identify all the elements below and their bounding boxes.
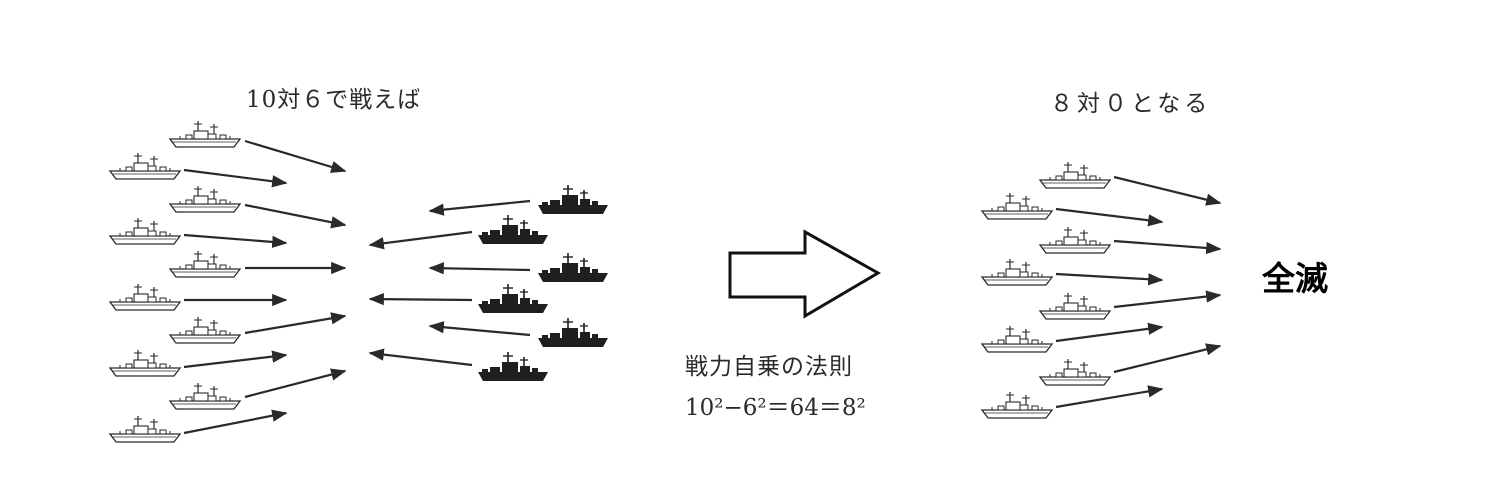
arrow-right-icon (1055, 322, 1164, 343)
friendly-ship-icon (1039, 292, 1111, 320)
arrow-right-icon (1055, 207, 1164, 227)
friendly-ship-icon (109, 283, 181, 311)
arrow-left-icon (428, 262, 531, 275)
friendly-ship-icon (169, 316, 241, 344)
arrow-right-icon (1113, 239, 1222, 255)
friendly-ship-icon (1039, 358, 1111, 386)
friendly-ship-icon (109, 415, 181, 443)
friendly-ship-icon (1039, 161, 1111, 189)
arrow-right-icon (183, 350, 288, 369)
friendly-ship-icon (169, 185, 241, 213)
enemy-arrows (368, 199, 531, 367)
friendly-ship-icon (169, 120, 241, 148)
friendly-ship-icon (169, 250, 241, 278)
result-label: 全滅 (1262, 259, 1328, 298)
arrow-right-icon (183, 233, 288, 249)
friendly-ship-icon (981, 258, 1053, 286)
arrow-right-icon (183, 409, 288, 435)
friendly-ship-icon (109, 349, 181, 377)
enemy-ship-icon (477, 351, 549, 382)
friendly-ship-icon (109, 152, 181, 180)
enemy-ship-icon (537, 184, 609, 215)
arrow-right-icon (1113, 343, 1222, 374)
friendly-ship-icon (109, 217, 181, 245)
arrow-right-icon (244, 368, 347, 399)
arrow-right-icon (244, 139, 347, 173)
enemy-fleet (477, 184, 609, 382)
law-title: 戦力自乗の法則 (685, 354, 853, 380)
arrow-left-icon (428, 321, 531, 337)
friendly-fleet (109, 120, 241, 443)
friendly-arrows (183, 139, 347, 435)
survivor-arrows (1055, 175, 1222, 409)
left-panel-title: 10対６で戦えば (246, 87, 422, 113)
arrow-right-icon (244, 312, 347, 335)
friendly-ship-icon (169, 382, 241, 410)
arrow-right-icon (1055, 385, 1164, 409)
friendly-ship-icon (981, 391, 1053, 419)
survivor-fleet (981, 161, 1111, 419)
enemy-ship-icon (537, 252, 609, 283)
law-equation: 10²−6²＝64＝8² (685, 395, 866, 421)
arrow-right-icon (1113, 175, 1222, 206)
arrow-left-icon (368, 292, 473, 306)
enemy-ship-icon (477, 283, 549, 314)
arrow-right-icon (1113, 290, 1222, 309)
friendly-ship-icon (981, 325, 1053, 353)
arrow-right-icon (183, 168, 288, 188)
friendly-ship-icon (1039, 226, 1111, 254)
arrow-left-icon (368, 348, 473, 367)
enemy-ship-icon (477, 214, 549, 245)
friendly-ship-icon (981, 192, 1053, 220)
arrow-left-icon (368, 230, 473, 250)
arrow-right-icon (1055, 272, 1164, 286)
enemy-ship-icon (537, 317, 609, 348)
arrow-right-icon (244, 203, 347, 229)
big-arrow-icon (728, 229, 882, 319)
arrow-left-icon (428, 199, 531, 216)
right-panel-title: ８対０となる (1050, 91, 1212, 117)
